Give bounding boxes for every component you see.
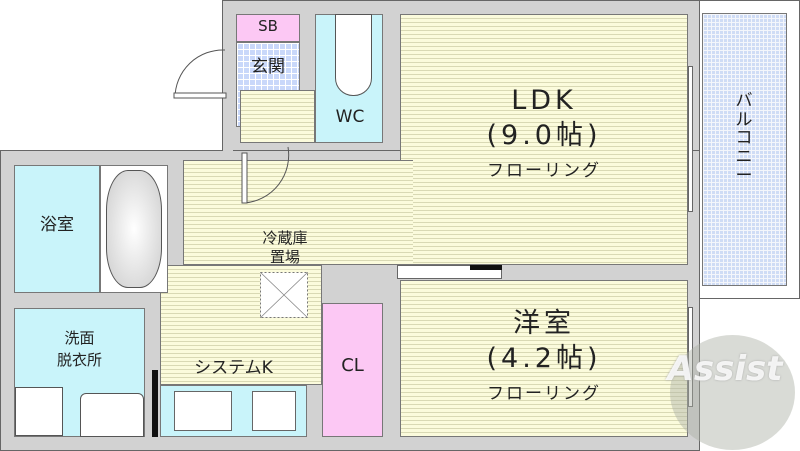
fridge-space-icon [260, 272, 308, 318]
toilet-icon [335, 14, 372, 96]
washroom-label-line1: 洗面 [64, 329, 95, 347]
balcony [702, 13, 787, 286]
bathroom-label: 浴室 [40, 215, 74, 235]
watermark-logo [670, 335, 795, 450]
ldk [400, 14, 688, 265]
watermark-text: Assist [667, 349, 783, 389]
wall-joint [223, 150, 233, 162]
western-room-label: 洋室 [513, 308, 575, 339]
sink-icon [174, 391, 232, 431]
bathroom [14, 165, 100, 293]
fridge-label-line2: 置場 [269, 247, 300, 266]
stove-icon [252, 391, 296, 431]
balcony-label: バルコニー [735, 91, 753, 186]
ldk-label: LDK [511, 85, 577, 116]
interior-door-icon [241, 146, 290, 204]
closet [322, 303, 383, 437]
ldk-dining-area [183, 160, 413, 265]
kitchen-label: システムK [194, 358, 273, 378]
door-panel [470, 265, 502, 270]
bathtub-icon [106, 170, 162, 288]
western-room [400, 280, 688, 437]
ldk-flooring: フローリング [487, 161, 601, 181]
washroom-label-line2: 脱衣所 [56, 350, 102, 369]
washroom-label: 洗面 脱衣所 [14, 328, 145, 372]
ldk-window [688, 66, 693, 212]
fridge-label: 冷蔵庫 置場 [235, 229, 335, 267]
closet-label: CL [341, 355, 364, 376]
western-room-window [688, 307, 693, 407]
wc-label: WC [335, 107, 365, 127]
kitchen-area [160, 265, 322, 385]
sliding-door [152, 370, 158, 437]
shoe-box [236, 14, 300, 42]
ldk-size: (9.0帖) [486, 120, 602, 151]
western-room-flooring: フローリング [487, 384, 601, 404]
shoe-box-label: SB [258, 17, 278, 35]
entrance-door-icon [173, 49, 227, 99]
entrance-label: 玄関 [251, 57, 285, 77]
fridge-label-line1: 冷蔵庫 [262, 229, 308, 247]
washing-machine-icon [15, 387, 63, 436]
western-room-size: (4.2帖) [486, 343, 602, 374]
hallway [240, 90, 315, 143]
wash-basin-icon [80, 393, 144, 437]
